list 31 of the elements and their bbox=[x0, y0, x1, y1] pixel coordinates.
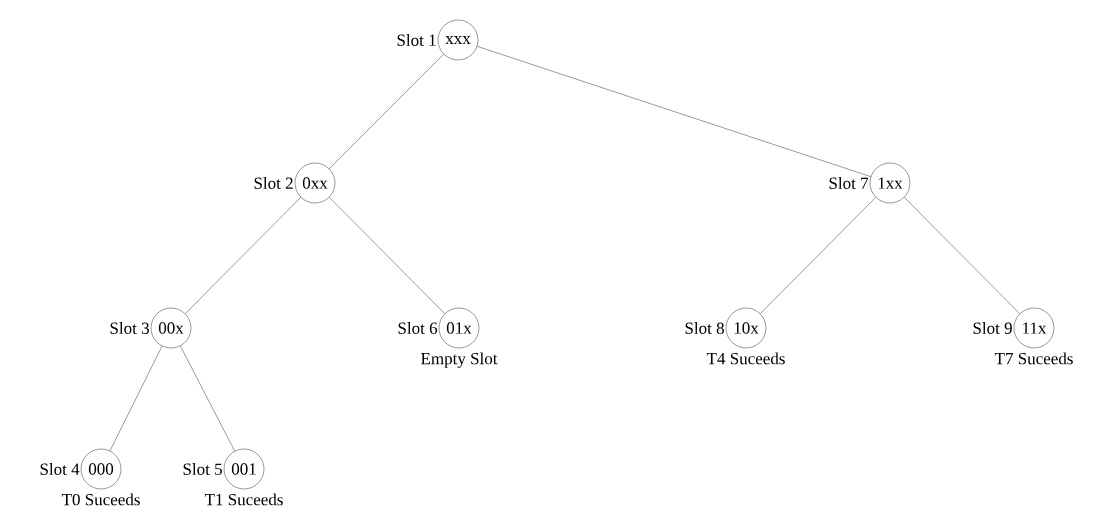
slot-label: Slot 6 bbox=[398, 322, 438, 334]
connector-line bbox=[109, 345, 163, 452]
status-label: Empty Slot bbox=[421, 352, 498, 368]
circle-node: 11x bbox=[1013, 307, 1055, 349]
connector-line bbox=[185, 197, 301, 314]
slot-label: Slot 3 bbox=[110, 322, 149, 334]
circle-node: 000 bbox=[80, 448, 122, 490]
status-label: T1 Suceeds bbox=[204, 493, 283, 506]
circle-node: 01x bbox=[438, 307, 480, 349]
status-label: T7 Suceeds bbox=[994, 352, 1073, 365]
connector-line bbox=[180, 345, 235, 452]
slot-label: Slot 4 bbox=[40, 463, 80, 475]
circle-node: 10x bbox=[725, 307, 767, 349]
circle-node: 00x bbox=[150, 307, 192, 349]
circle-node: 0xx bbox=[294, 162, 336, 204]
connector-line bbox=[760, 197, 876, 314]
circle-node: 1xx bbox=[869, 162, 911, 204]
connector-line bbox=[904, 197, 1020, 314]
slot-label: Slot 1 bbox=[397, 34, 436, 46]
circle-node: 001 bbox=[223, 448, 265, 490]
connector-line bbox=[329, 197, 445, 314]
slot-label: Slot 8 bbox=[685, 322, 724, 334]
circle-node: xxx bbox=[437, 19, 479, 61]
slot-label: Slot 7 bbox=[829, 177, 869, 189]
slot-label: Slot 2 bbox=[254, 177, 293, 189]
connector-line bbox=[477, 46, 872, 177]
status-label: T0 Suceeds bbox=[61, 493, 140, 506]
connector-line bbox=[329, 54, 444, 169]
slot-label: Slot 5 bbox=[183, 463, 222, 475]
slot-label: Slot 9 bbox=[973, 322, 1012, 334]
status-label: T4 Suceeds bbox=[706, 352, 785, 365]
